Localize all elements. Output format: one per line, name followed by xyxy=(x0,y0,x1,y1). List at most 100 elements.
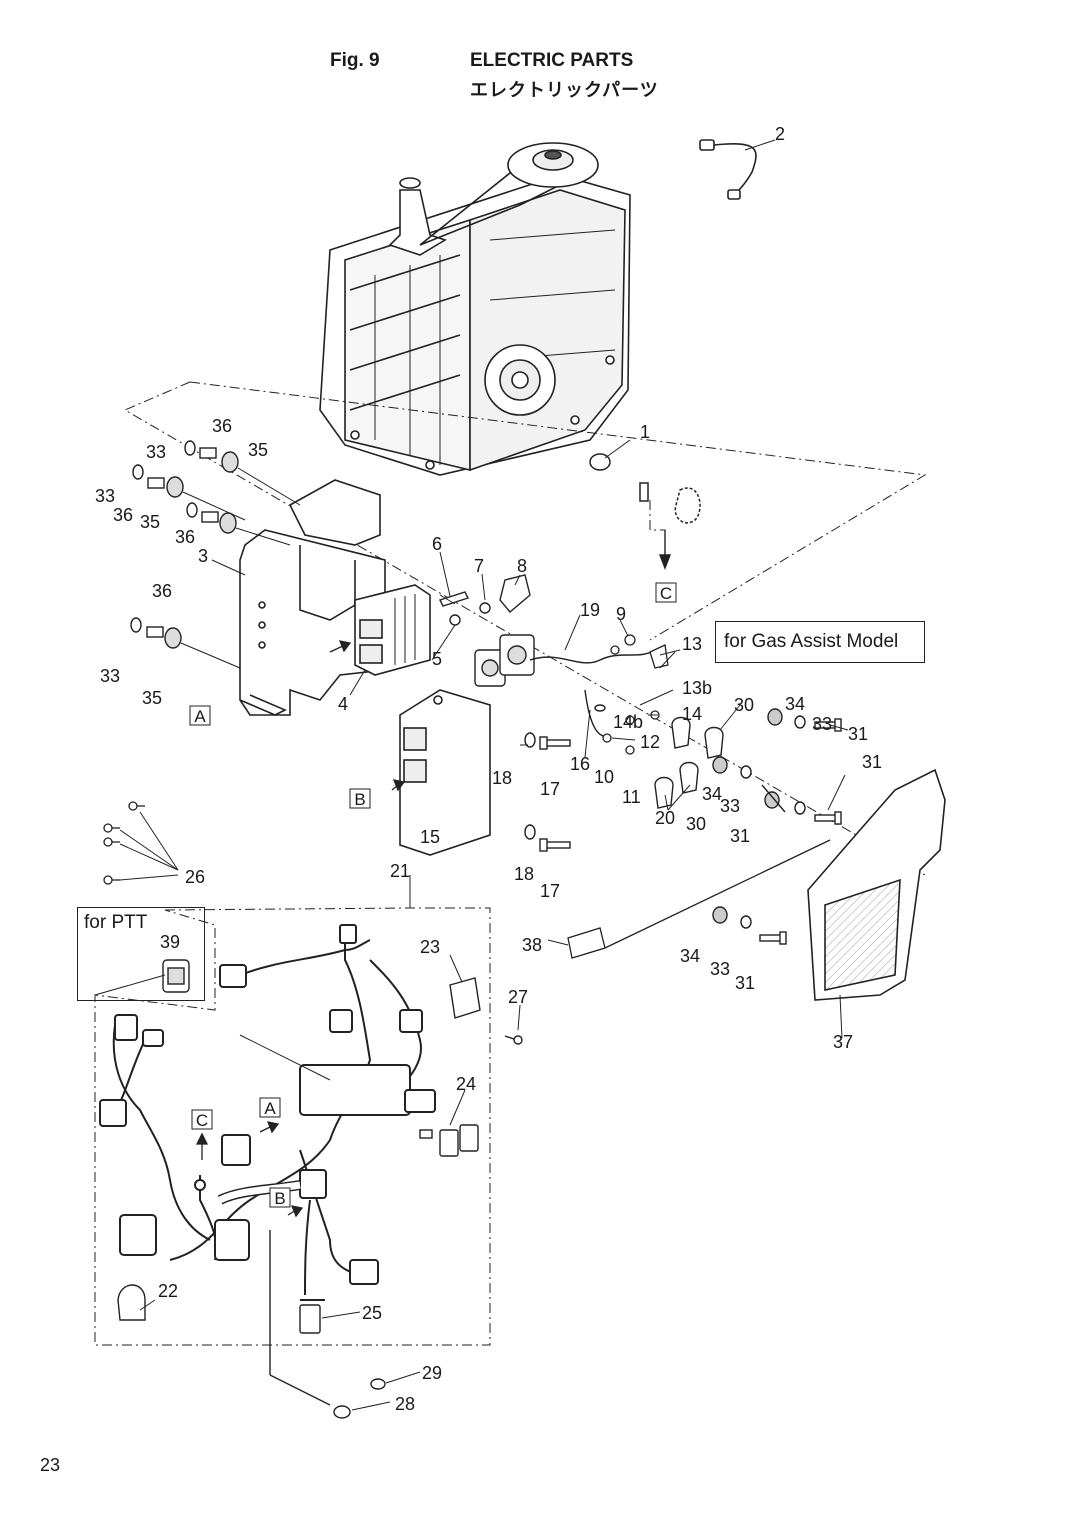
callout-34-a: 34 xyxy=(785,694,805,714)
callout-10: 10 xyxy=(594,767,614,787)
callout-33-f: 33 xyxy=(710,959,730,979)
callout-28: 28 xyxy=(395,1394,415,1414)
sensor-part-1 xyxy=(589,453,701,524)
grommet-leader-lines xyxy=(180,467,301,669)
ptt-note: for PTT xyxy=(84,912,148,934)
callout-30-a: 30 xyxy=(734,695,754,715)
cover-fasteners xyxy=(712,708,842,945)
callout-37: 37 xyxy=(833,1032,853,1052)
ref-letter-b: B xyxy=(354,790,365,809)
callout-31-a: 31 xyxy=(848,724,868,744)
callout-33-e: 33 xyxy=(720,796,740,816)
grommet-stack xyxy=(130,440,239,649)
wire-harness-part-21 xyxy=(99,924,436,1296)
ref-box-b-harness: B xyxy=(269,1187,291,1208)
callout-22: 22 xyxy=(158,1281,178,1301)
ref-box-a-left: A xyxy=(189,705,211,726)
engine-block xyxy=(319,142,631,476)
ref-letter-b-2: B xyxy=(274,1189,285,1208)
ecu-part-15 xyxy=(399,689,491,856)
assembly-phantom-lines xyxy=(94,381,927,1346)
plug-caps-20-30 xyxy=(654,716,724,809)
sensor-cable-part-2 xyxy=(699,139,757,200)
harness-ref-arrows xyxy=(195,640,406,1218)
callout-33-d: 33 xyxy=(812,714,832,734)
clamps-28-29 xyxy=(269,1230,386,1419)
cap-and-clip xyxy=(117,1284,325,1334)
mounting-bracket-part-3 xyxy=(239,479,386,716)
callout-6: 6 xyxy=(432,534,442,554)
callout-23: 23 xyxy=(420,937,440,957)
callout-numbers: 1 2 3 4 5 6 7 8 9 10 11 12 13 13b 14 14b… xyxy=(95,124,882,1414)
callout-35-b: 35 xyxy=(140,512,160,532)
callout-4: 4 xyxy=(338,694,348,714)
callout-31-b: 31 xyxy=(862,752,882,772)
callout-9: 9 xyxy=(616,604,626,624)
ref-box-a-harness: A xyxy=(259,1097,281,1118)
callout-35-a: 35 xyxy=(248,440,268,460)
callout-20: 20 xyxy=(655,808,675,828)
callout-34-c: 34 xyxy=(680,946,700,966)
callout-12: 12 xyxy=(640,732,660,752)
callout-5: 5 xyxy=(432,649,442,669)
callout-3: 3 xyxy=(198,546,208,566)
callout-15: 15 xyxy=(420,827,440,847)
ref-letter-a: A xyxy=(194,707,206,726)
ref-box-c-top: C xyxy=(655,582,677,603)
screw-leaders xyxy=(119,811,179,881)
ref-box-b-left: B xyxy=(349,788,371,809)
label-part-38 xyxy=(567,839,831,959)
callout-21: 21 xyxy=(390,861,410,881)
callout-27: 27 xyxy=(508,987,528,1007)
callout-35-c: 35 xyxy=(142,688,162,708)
control-unit-part-4 xyxy=(354,584,431,676)
callout-18-b: 18 xyxy=(514,864,534,884)
callout-leaders xyxy=(94,139,849,1411)
callout-11: 11 xyxy=(622,787,641,807)
callout-13: 13 xyxy=(682,634,702,654)
figure-number: Fig. 9 xyxy=(330,50,380,71)
ref-letter-c: C xyxy=(660,584,672,603)
callout-25: 25 xyxy=(362,1303,382,1323)
callout-36-b: 36 xyxy=(113,505,133,525)
ref-letter-a-2: A xyxy=(264,1099,276,1118)
callout-38: 38 xyxy=(522,935,542,955)
ptt-connector-part-39 xyxy=(162,959,190,993)
callout-13b: 13b xyxy=(682,678,712,698)
gas-assist-note: for Gas Assist Model xyxy=(724,631,899,653)
figure-title: ELECTRIC PARTS xyxy=(470,50,634,71)
small-hardware xyxy=(602,634,669,755)
callout-31-c: 31 xyxy=(730,826,750,846)
callout-1: 1 xyxy=(640,422,650,442)
callout-33-c: 33 xyxy=(100,666,120,686)
ref-box-c-harness: C xyxy=(191,1109,213,1130)
callout-36-d: 36 xyxy=(152,581,172,601)
callout-26: 26 xyxy=(185,867,205,887)
callout-29: 29 xyxy=(422,1363,442,1383)
callout-24: 24 xyxy=(456,1074,476,1094)
callout-14: 14 xyxy=(682,704,702,724)
relay-fuse-parts xyxy=(419,977,523,1157)
callout-34-b: 34 xyxy=(702,784,722,804)
page-number: 23 xyxy=(40,1455,61,1475)
ptt-note-box xyxy=(77,907,205,1001)
callout-8: 8 xyxy=(517,556,527,576)
callout-30-b: 30 xyxy=(686,814,706,834)
callout-39: 39 xyxy=(160,932,180,952)
callout-33-a: 33 xyxy=(146,442,166,462)
reference-boxes: C A B C A B xyxy=(189,582,677,1208)
ref-letter-c-2: C xyxy=(196,1111,208,1130)
bolts-17-18 xyxy=(524,732,571,852)
callout-17-b: 17 xyxy=(540,881,560,901)
figure-subtitle: エレクトリックパーツ xyxy=(470,80,659,101)
electrical-cover-part-37 xyxy=(807,768,946,1001)
callout-16: 16 xyxy=(570,754,590,774)
callout-33-b: 33 xyxy=(95,486,115,506)
callout-31-d: 31 xyxy=(735,973,755,993)
small-parts-6-7-8 xyxy=(439,574,531,626)
callout-17-a: 17 xyxy=(540,779,560,799)
callout-36-c: 36 xyxy=(175,527,195,547)
callout-18-a: 18 xyxy=(492,768,512,788)
arrow-to-ref-c xyxy=(658,530,672,570)
